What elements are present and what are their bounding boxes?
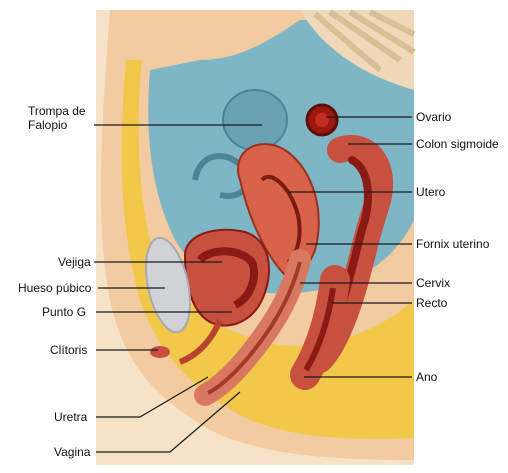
label-cervix: Cervix (416, 276, 450, 290)
fallopian-tube-shape (223, 90, 287, 150)
label-fornix-uterino: Fornix uterino (416, 237, 489, 251)
label-utero: Utero (416, 185, 445, 199)
label-clitoris: Clítoris (50, 343, 87, 357)
label-colon-sigmoide: Colon sigmoide (416, 137, 499, 151)
label-recto: Recto (416, 296, 447, 310)
label-vejiga: Vejiga (58, 255, 91, 269)
label-hueso-pubico: Hueso púbico (18, 281, 91, 295)
ovary-inner (315, 113, 329, 127)
label-trompa-de-falopio: Trompa de Falopio (28, 104, 86, 132)
label-ovario: Ovario (416, 110, 451, 124)
label-uretra: Uretra (54, 410, 87, 424)
clitoris-shape (150, 346, 170, 358)
label-ano: Ano (416, 370, 437, 384)
label-punto-g: Punto G (42, 305, 86, 319)
label-vagina: Vagina (54, 445, 90, 459)
